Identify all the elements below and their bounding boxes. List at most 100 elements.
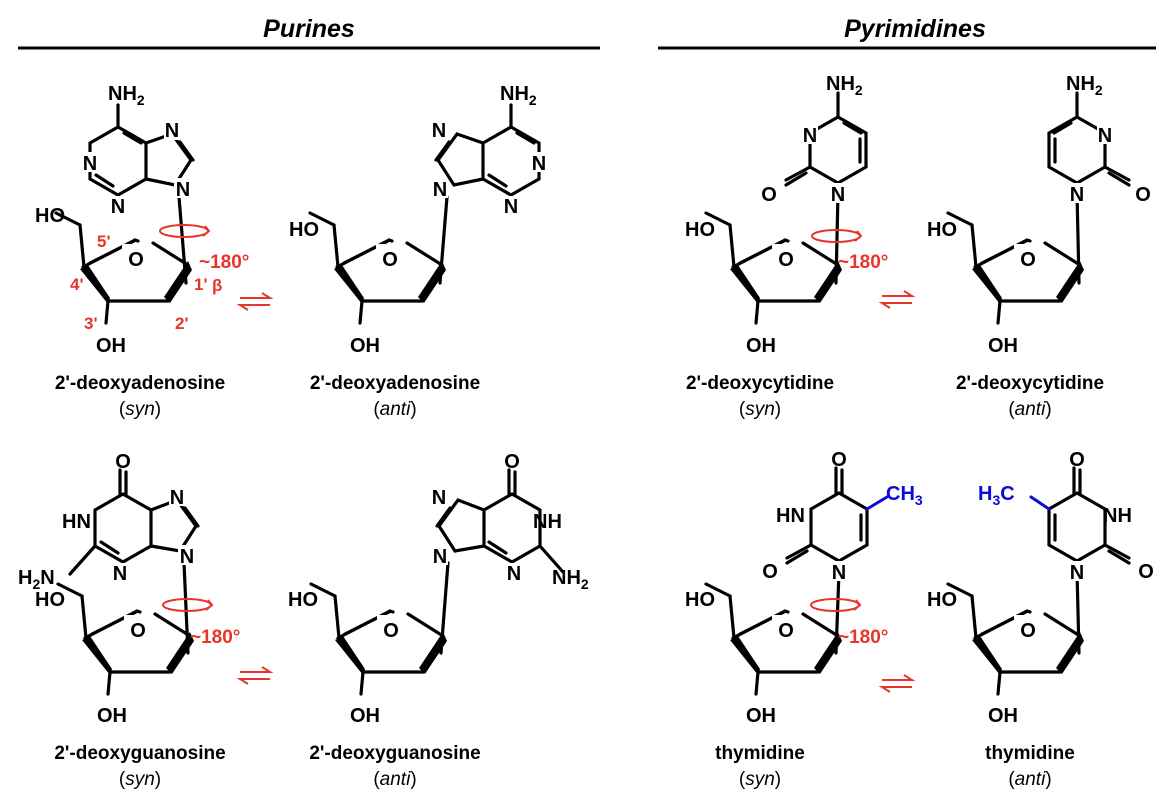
- svg-text:N: N: [1070, 562, 1084, 584]
- svg-text:O: O: [383, 620, 399, 642]
- svg-text:O: O: [1069, 449, 1085, 471]
- svg-text:O: O: [115, 451, 131, 473]
- svg-text:~180°: ~180°: [190, 627, 240, 648]
- svg-text:N: N: [803, 125, 817, 147]
- svg-text:OH: OH: [350, 335, 380, 357]
- name-dA-syn: 2'-deoxyadenosine: [55, 373, 225, 394]
- svg-text:N: N: [507, 563, 521, 585]
- svg-text:N: N: [532, 153, 546, 175]
- name-dA-anti: 2'-deoxyadenosine: [310, 373, 480, 394]
- svg-text:N: N: [113, 563, 127, 585]
- amino-group: H2N: [18, 567, 55, 592]
- structure-dC-anti: O N N O NH2 HO OH: [927, 73, 1151, 357]
- svg-text:N: N: [432, 120, 446, 142]
- svg-text:HO: HO: [289, 219, 319, 241]
- locant-2: 2': [175, 314, 189, 333]
- pyrimidines-header: Pyrimidines: [658, 15, 1156, 50]
- svg-text:NH2: NH2: [826, 73, 863, 98]
- structure-T-syn: O N O O HN CH3 HO OH ~180°: [685, 449, 923, 727]
- purines-header: Purines: [18, 15, 600, 50]
- beta-locant: β: [212, 276, 222, 295]
- conformation-dG-syn: (syn): [119, 769, 161, 790]
- svg-text:O: O: [761, 184, 777, 206]
- structure-dG-syn: O N N N O HN H2N HO OH ~180°: [18, 451, 240, 727]
- svg-text:O: O: [128, 249, 144, 271]
- svg-text:HN: HN: [776, 505, 805, 527]
- svg-text:OH: OH: [988, 705, 1018, 727]
- methyl-group: CH3: [886, 483, 923, 508]
- svg-text:N: N: [432, 487, 446, 509]
- svg-text:N: N: [831, 184, 845, 206]
- locant-5: 5': [97, 232, 111, 251]
- equilibrium-arrow-dC: [878, 290, 916, 309]
- svg-text:OH: OH: [988, 335, 1018, 357]
- svg-text:O: O: [130, 620, 146, 642]
- svg-text:O: O: [1138, 561, 1154, 583]
- equilibrium-arrow-dA: [236, 292, 274, 311]
- svg-text:N: N: [176, 179, 190, 201]
- svg-text:NH2: NH2: [552, 567, 589, 592]
- svg-text:O: O: [504, 451, 520, 473]
- svg-text:N: N: [165, 120, 179, 142]
- svg-text:O: O: [1020, 620, 1036, 642]
- svg-text:O: O: [778, 620, 794, 642]
- locant-3: 3': [84, 314, 98, 333]
- purines-title: Purines: [263, 15, 355, 43]
- svg-text:O: O: [778, 249, 794, 271]
- svg-text:OH: OH: [746, 335, 776, 357]
- structure-dC-syn: O N N O NH2 HO OH ~180°: [685, 73, 888, 357]
- svg-text:O: O: [831, 449, 847, 471]
- name-dG-syn: 2'-deoxyguanosine: [54, 743, 225, 764]
- conformation-dC-anti: (anti): [1008, 399, 1051, 420]
- name-dC-syn: 2'-deoxycytidine: [686, 373, 834, 394]
- amino-group: NH2: [108, 83, 145, 108]
- svg-text:NH: NH: [533, 511, 562, 533]
- conformation-dG-anti: (anti): [373, 769, 416, 790]
- svg-text:N: N: [433, 179, 447, 201]
- svg-text:NH2: NH2: [500, 83, 537, 108]
- svg-text:N: N: [83, 153, 97, 175]
- svg-text:N: N: [433, 546, 447, 568]
- svg-text:HO: HO: [35, 589, 65, 611]
- svg-text:HO: HO: [685, 219, 715, 241]
- svg-text:O: O: [382, 249, 398, 271]
- name-T-anti: thymidine: [985, 743, 1075, 764]
- svg-text:N: N: [1098, 125, 1112, 147]
- svg-text:N: N: [111, 196, 125, 218]
- svg-text:O: O: [1135, 184, 1151, 206]
- conformation-dA-syn: (syn): [119, 399, 161, 420]
- svg-text:HO: HO: [685, 589, 715, 611]
- svg-text:HN: HN: [62, 511, 91, 533]
- equilibrium-arrow-dG: [236, 666, 274, 685]
- svg-text:OH: OH: [96, 335, 126, 357]
- name-T-syn: thymidine: [715, 743, 805, 764]
- equilibrium-arrow-T: [878, 674, 916, 693]
- structure-dA-anti: O N N N N NH2 HO OH: [289, 83, 547, 357]
- svg-text:OH: OH: [350, 705, 380, 727]
- conformation-T-anti: (anti): [1008, 769, 1051, 790]
- svg-text:N: N: [180, 546, 194, 568]
- svg-text:~180°: ~180°: [838, 252, 888, 273]
- name-dC-anti: 2'-deoxycytidine: [956, 373, 1104, 394]
- svg-text:O: O: [762, 561, 778, 583]
- svg-text:HO: HO: [927, 589, 957, 611]
- svg-text:NH: NH: [1103, 505, 1132, 527]
- svg-text:HO: HO: [35, 205, 65, 227]
- svg-text:OH: OH: [746, 705, 776, 727]
- svg-text:O: O: [1020, 249, 1036, 271]
- rotation-angle-label: ~180°: [199, 252, 249, 273]
- structure-dA-syn: O N N N N NH2 HO OH ~180° 5' 4' 3' 2' 1'…: [35, 83, 249, 357]
- pyrimidines-title: Pyrimidines: [844, 15, 986, 43]
- svg-text:~180°: ~180°: [838, 627, 888, 648]
- svg-text:N: N: [832, 562, 846, 584]
- conformation-T-syn: (syn): [739, 769, 781, 790]
- svg-text:HO: HO: [927, 219, 957, 241]
- locant-4: 4': [70, 275, 84, 294]
- structure-dG-anti: O N N N O NH NH2 HO OH: [288, 451, 589, 727]
- svg-text:HO: HO: [288, 589, 318, 611]
- conformation-dA-anti: (anti): [373, 399, 416, 420]
- methyl-group: H3C: [978, 483, 1015, 508]
- svg-text:NH2: NH2: [1066, 73, 1103, 98]
- svg-text:N: N: [170, 487, 184, 509]
